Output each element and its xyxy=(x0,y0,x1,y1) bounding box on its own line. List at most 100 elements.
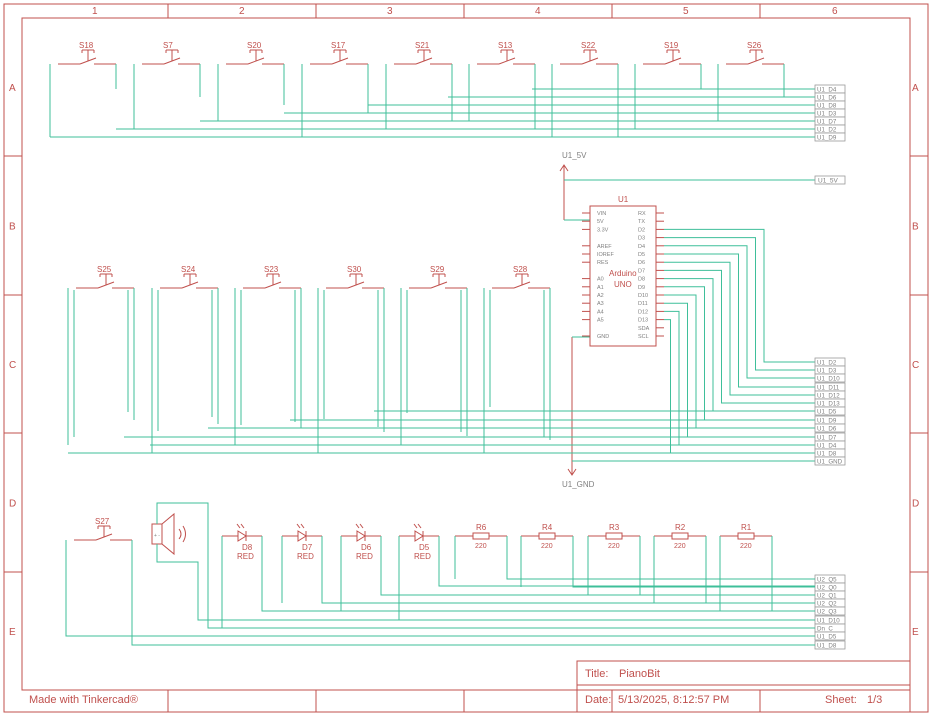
switch-ref: S20 xyxy=(247,41,262,50)
net-label: U1_D2 xyxy=(817,127,837,134)
row-label-right: B xyxy=(912,222,919,233)
arduino-pin-left: A2 xyxy=(597,293,604,299)
resistor-value: 220 xyxy=(608,543,620,550)
row-label: B xyxy=(9,222,16,233)
outer-frame xyxy=(3,3,929,713)
row-label-right: C xyxy=(912,360,919,371)
led-ref: D8 xyxy=(242,543,253,552)
switch-ref: S26 xyxy=(747,41,762,50)
net-label: U1_D3 xyxy=(817,111,837,118)
row-label-right: D xyxy=(912,499,919,510)
led-value: RED xyxy=(237,552,254,561)
arduino-pin-right: TX xyxy=(638,219,645,225)
net-label: Dn_C xyxy=(817,626,833,633)
pushbutton-switch: S27 xyxy=(74,517,132,541)
date-value: 5/13/2025, 8:12:57 PM xyxy=(618,694,729,706)
led-ref: D6 xyxy=(361,543,372,552)
arduino-pin-left: GND xyxy=(597,334,609,340)
arduino-pin-right: D9 xyxy=(638,285,645,291)
power-symbol-5v: U1_5V xyxy=(559,151,587,220)
arduino-pin-right: D5 xyxy=(638,252,645,258)
net-label: U1_D9 xyxy=(817,135,837,142)
resistor-ref: R3 xyxy=(609,523,620,532)
column-label: 3 xyxy=(387,6,393,17)
pushbutton-switch: S21 xyxy=(394,41,452,65)
net-label: U1_D10 xyxy=(817,376,840,383)
net-label: U1_D4 xyxy=(817,443,837,450)
net-label: U1_D6 xyxy=(817,95,837,102)
switch-ref: S18 xyxy=(79,41,94,50)
output-section: + - S27D8REDD7REDD6REDD5REDR6220R4220R32… xyxy=(65,502,815,646)
switch-ref: S30 xyxy=(347,265,362,274)
inner-frame xyxy=(21,17,911,691)
arduino-output-wires xyxy=(664,228,815,454)
column-label: 4 xyxy=(535,6,541,17)
net-label: U1_D5 xyxy=(817,409,837,416)
led-ref: D7 xyxy=(302,543,313,552)
arduino-pin-left: 5V xyxy=(597,219,604,225)
net-label: U2_Q1 xyxy=(817,593,837,600)
ground-label: U1_GND xyxy=(562,480,595,489)
arduino-pin-left: A3 xyxy=(597,301,604,307)
arduino-pin-left: AREF xyxy=(597,244,612,250)
switch-ref: S25 xyxy=(97,265,112,274)
arduino-pin-left: A0 xyxy=(597,277,604,283)
switch-ref: S29 xyxy=(430,265,445,274)
net-label: U1_D12 xyxy=(817,393,840,400)
resistor-ref: R1 xyxy=(741,523,752,532)
switch-ref: S21 xyxy=(415,41,430,50)
column-label: 1 xyxy=(92,6,98,17)
title-label: Title: xyxy=(585,668,608,680)
arduino-name: Arduino xyxy=(609,269,637,278)
arduino-pin-right: D3 xyxy=(638,236,645,242)
net-label: U2_Q3 xyxy=(817,609,837,616)
arduino-pin-right: D2 xyxy=(638,227,645,233)
pushbutton-switch: S22 xyxy=(560,41,618,65)
row-label: C xyxy=(9,360,16,371)
arduino-pin-right: D13 xyxy=(638,318,648,324)
made-with-text: Made with Tinkercad® xyxy=(29,694,138,706)
net-label: U1_D7 xyxy=(817,435,837,442)
arduino-pin-left: VIN xyxy=(597,211,606,217)
led-ref: D5 xyxy=(419,543,430,552)
column-label: 2 xyxy=(239,6,245,17)
net-label: U1_GND xyxy=(817,459,843,466)
arduino-model: UNO xyxy=(614,280,632,289)
column-label: 6 xyxy=(832,6,838,17)
arduino-pin-right: D8 xyxy=(638,277,645,283)
arduino-ref: U1 xyxy=(618,195,629,204)
arduino-body xyxy=(589,205,657,347)
pushbutton-switch: S13 xyxy=(477,41,535,65)
switch-ref: S22 xyxy=(581,41,596,50)
resistor: R3 220 xyxy=(588,523,640,550)
pushbutton-switch: S24 xyxy=(160,265,218,289)
arduino-pin-right: D6 xyxy=(638,260,645,266)
resistor-ref: R4 xyxy=(542,523,553,532)
led-value: RED xyxy=(297,552,314,561)
net-label: U2_Q0 xyxy=(817,585,837,592)
net-label: U1_D9 xyxy=(817,418,837,425)
net-label: U2_Q5 xyxy=(817,577,837,584)
switch-ref: S13 xyxy=(498,41,513,50)
pushbutton-switch: S18 xyxy=(58,41,116,65)
row-label: D xyxy=(9,499,16,510)
arduino-pin-right: D4 xyxy=(638,244,645,250)
resistor-value: 220 xyxy=(674,543,686,550)
arduino-pin-right: D11 xyxy=(638,301,648,307)
arduino-pin-right: RX xyxy=(638,211,646,217)
pushbutton-switch: S7 xyxy=(142,41,200,65)
net-label: U1_D6 xyxy=(817,426,837,433)
row-label-right: E xyxy=(912,627,919,638)
pushbutton-switch: S20 xyxy=(226,41,284,65)
net-label: U1_D8 xyxy=(817,103,837,110)
sheet-value: 1/3 xyxy=(867,694,882,706)
